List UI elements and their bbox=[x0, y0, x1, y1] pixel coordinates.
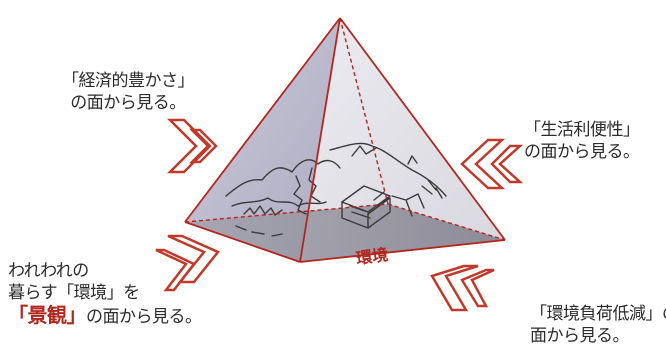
landscape-label-line3: 「景観」の面から見る。 bbox=[8, 304, 202, 328]
chevron-arrow-icon-bottom-right bbox=[432, 266, 494, 310]
environment-label: 「環境負荷低減」の 面から見る。 bbox=[530, 303, 666, 347]
economic-label: 「経済的豊かさ」 の面から見る。 bbox=[62, 70, 194, 114]
landscape-label-line2: 暮らす「環境」を bbox=[8, 282, 202, 304]
economic-label-line2: の面から見る。 bbox=[62, 92, 194, 114]
base-label: 環境 bbox=[355, 245, 389, 268]
environment-label-line2: 面から見る。 bbox=[530, 325, 666, 347]
chevron-arrow-icon-top-left bbox=[170, 120, 216, 172]
landscape-label: われわれの 暮らす「環境」を 「景観」の面から見る。 bbox=[8, 260, 202, 328]
chevron-arrow-icon-right bbox=[462, 140, 520, 188]
economic-label-line1: 「経済的豊かさ」 bbox=[62, 70, 194, 92]
convenience-label-line1: 「生活利便性」 bbox=[524, 119, 640, 141]
convenience-label-line2: の面から見る。 bbox=[524, 141, 640, 163]
landscape-label-line3-rest: の面から見る。 bbox=[86, 307, 202, 327]
environment-label-line1: 「環境負荷低減」の bbox=[530, 303, 666, 325]
convenience-label: 「生活利便性」 の面から見る。 bbox=[524, 119, 640, 163]
landscape-emphasis: 「景観」 bbox=[8, 303, 86, 327]
landscape-label-line1: われわれの bbox=[8, 260, 202, 282]
